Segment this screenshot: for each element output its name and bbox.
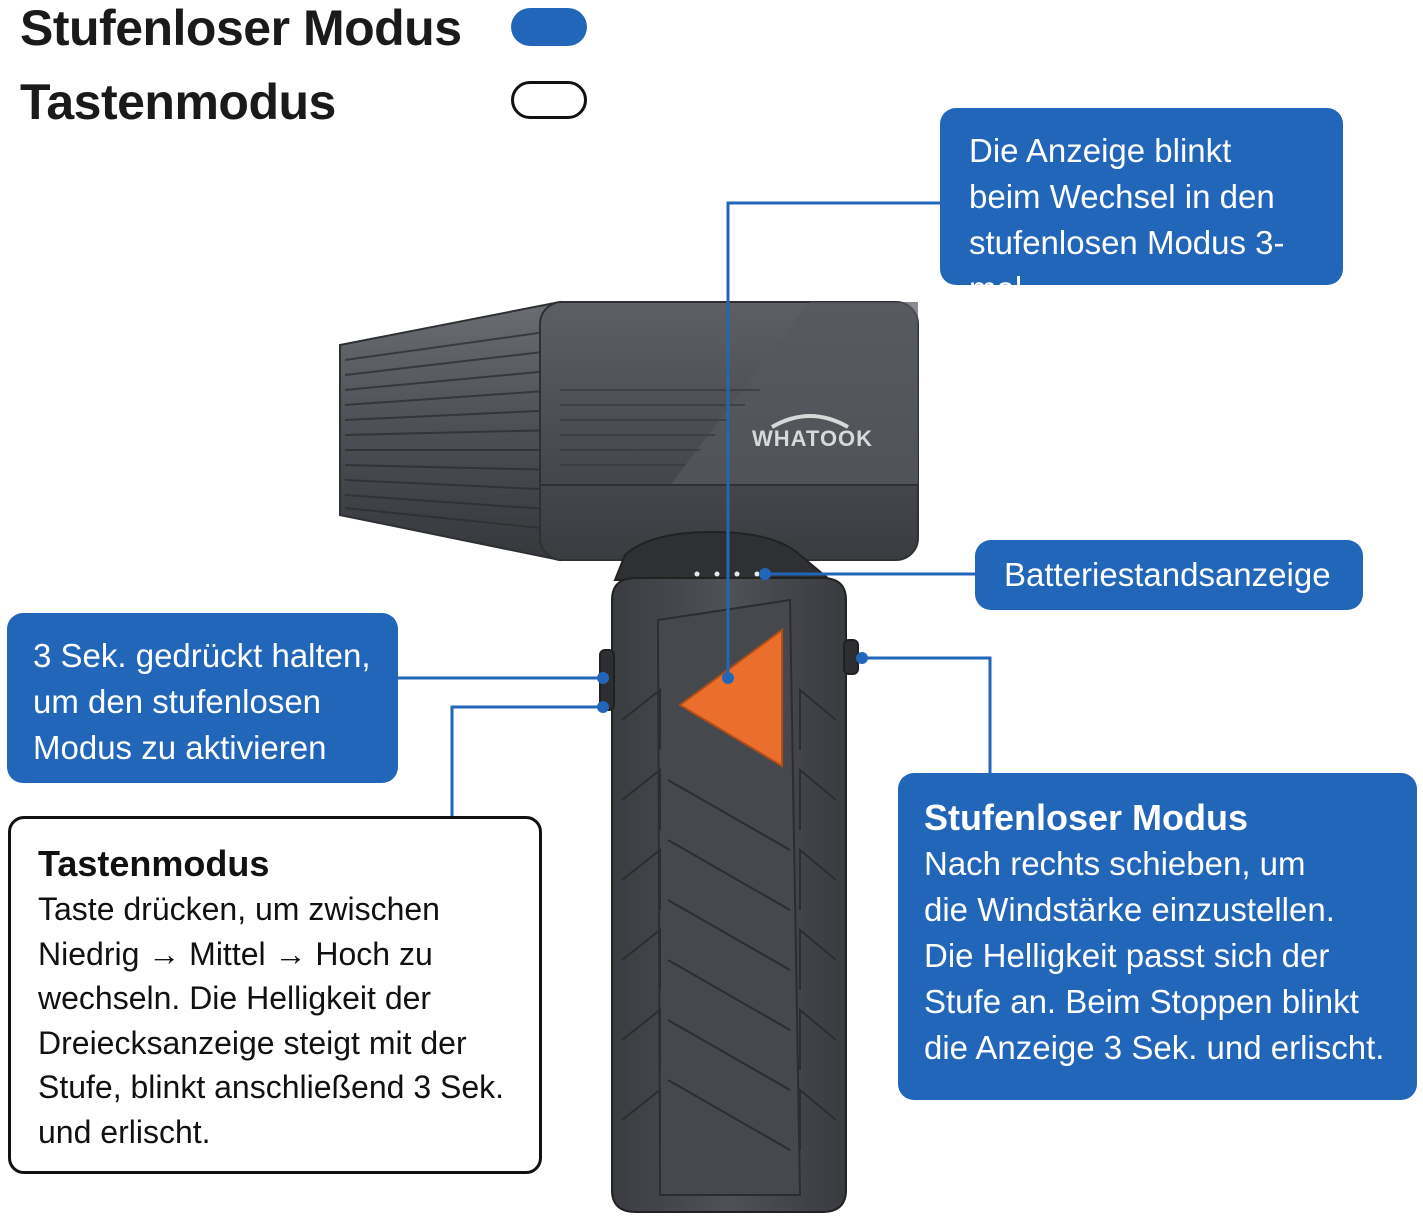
callout-indicator-blink-text: Die Anzeige blinkt beim Wechsel in den s…	[969, 132, 1285, 307]
slider-right[interactable]	[843, 639, 859, 675]
callout-hold: 3 Sek. gedrückt halten, um den stufenlos…	[7, 613, 398, 783]
callout-battery-text: Batteriestandsanzeige	[1004, 556, 1331, 593]
box-button-mode-text: Taste drücken, um zwischen Niedrig → Mit…	[38, 891, 505, 1150]
legend-stepless-label: Stufenloser Modus	[20, 0, 462, 56]
callout-indicator-blink: Die Anzeige blinkt beim Wechsel in den s…	[940, 108, 1343, 307]
callout-battery: Batteriestandsanzeige	[975, 540, 1363, 610]
brand-logo: WHATOOK	[752, 426, 873, 451]
legend-button-mode-swatch	[511, 81, 587, 119]
callout-hold-text: 3 Sek. gedrückt halten, um den stufenlos…	[33, 637, 371, 766]
legend-stepless: Stufenloser Modus	[20, 0, 462, 56]
callout-stepless: Stufenloser Modus Nach rechts schieben, …	[898, 773, 1417, 1100]
triangle-indicator	[678, 628, 783, 768]
battery-led-1	[694, 571, 700, 577]
battery-led-2	[714, 571, 720, 577]
box-button-mode-title: Tastenmodus	[38, 843, 270, 884]
battery-led-4	[754, 571, 760, 577]
legend-stepless-swatch	[511, 8, 587, 46]
device-handle	[599, 577, 859, 1213]
device-neck	[613, 530, 833, 581]
connector-button-mode	[450, 705, 603, 818]
battery-led-3	[734, 571, 740, 577]
legend-button-mode: Tastenmodus	[20, 74, 336, 130]
box-button-mode: Tastenmodus Taste drücken, um zwischen N…	[8, 816, 542, 1174]
nozzle	[339, 300, 561, 562]
connector-lines	[398, 201, 992, 818]
callout-stepless-title: Stufenloser Modus	[924, 797, 1249, 838]
connector-indicator	[726, 201, 942, 678]
connector-stepless	[862, 656, 992, 773]
legend-button-mode-label: Tastenmodus	[20, 74, 336, 130]
callout-stepless-text: Nach rechts schieben, um die Windstärke …	[924, 845, 1385, 1066]
